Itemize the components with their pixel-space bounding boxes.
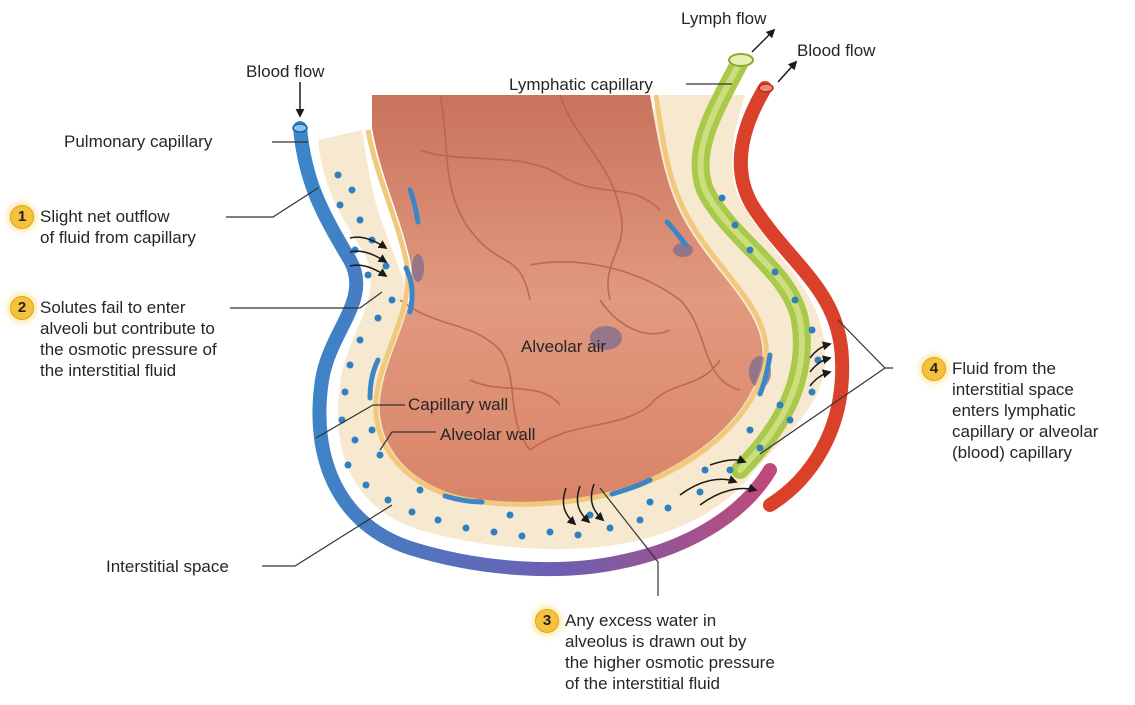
blood-flow-out-label: Blood flow bbox=[797, 40, 875, 61]
blood-capillary-opening bbox=[759, 84, 773, 92]
step-2-badge: 2 bbox=[10, 296, 34, 320]
alveolar-air-label: Alveolar air bbox=[521, 336, 606, 357]
step-1-text: Slight net outflow of fluid from capilla… bbox=[40, 206, 196, 248]
interstitial-space-label: Interstitial space bbox=[106, 556, 229, 577]
blood-flow-in-label: Blood flow bbox=[246, 61, 324, 82]
capillary-wall-label: Capillary wall bbox=[408, 394, 508, 415]
step-1-badge: 1 bbox=[10, 205, 34, 229]
alveolar-wall-label: Alveolar wall bbox=[440, 424, 535, 445]
step-4-text: Fluid from the interstitial space enters… bbox=[952, 358, 1098, 463]
lymphatic-capillary-opening bbox=[729, 54, 753, 66]
step-2-text: Solutes fail to enter alveoli but contri… bbox=[40, 297, 217, 381]
step-3-text: Any excess water in alveolus is drawn ou… bbox=[565, 610, 775, 694]
pulmonary-capillary-opening bbox=[293, 124, 307, 132]
lymphatic-capillary-label: Lymphatic capillary bbox=[509, 74, 653, 95]
lymph-flow-label: Lymph flow bbox=[681, 8, 766, 29]
step-3-badge: 3 bbox=[535, 609, 559, 633]
step-4-badge: 4 bbox=[922, 357, 946, 381]
pulmonary-capillary-label: Pulmonary capillary bbox=[64, 131, 212, 152]
